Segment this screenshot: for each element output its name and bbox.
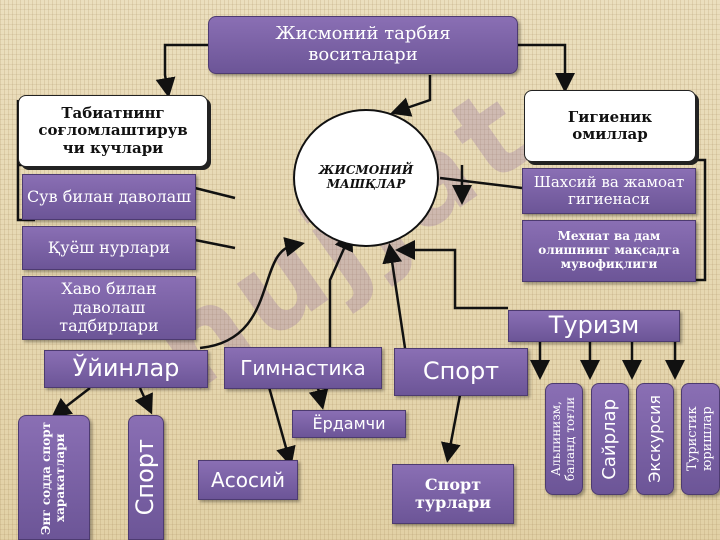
games-sub-simple-label: Энг содда спорт харакатлари xyxy=(39,420,67,535)
nature-item-air: Хаво билан даволаш тадбирлари xyxy=(22,276,196,340)
hygiene-item-work-rest: Мехнат ва дам олишнинг мақсадга мувофиқл… xyxy=(522,220,696,282)
tourism-sub-alpinism: Альпинизм, баланд тоғли xyxy=(545,383,583,495)
tourism-sub-walks: Сайрлар xyxy=(591,383,629,495)
games-sub-sport-label: Спорт xyxy=(131,439,160,516)
hygiene-heading: Гигиеник омиллар xyxy=(524,90,696,162)
arrow-gym-center xyxy=(328,230,354,348)
arrow-games-simple xyxy=(51,387,91,419)
tourism-sub-hikes-label: Туристик юришлар xyxy=(684,406,715,472)
tourism-sub-hikes: Туристик юришлар xyxy=(681,383,720,495)
gym-sub-helper: Ёрдамчи xyxy=(292,410,406,438)
nature-item-sun: Қуёш нурлари xyxy=(22,226,196,270)
arrow-title-hygiene xyxy=(518,43,575,93)
arrow-games-center xyxy=(199,237,305,350)
arrow-sport-center xyxy=(382,243,407,349)
arrow-tourism-center xyxy=(395,240,508,310)
gymnastics-box: Гимнастика xyxy=(224,347,382,389)
games-box: Ўйинлар xyxy=(44,350,208,388)
arrow-title-center xyxy=(390,75,432,117)
tourism-sub-walks-label: Сайрлар xyxy=(598,398,620,480)
games-sub-simple: Энг содда спорт харакатлари xyxy=(18,415,90,540)
sport-box: Спорт xyxy=(394,348,528,396)
arrow-title-nature xyxy=(155,43,208,98)
tourism-sub-excursion-label: Экскурсия xyxy=(644,395,664,483)
center-circle xyxy=(293,109,439,247)
bracket-hygiene-right xyxy=(695,158,707,282)
center-label: ЖИСМОНИЙ МАШҚЛАР xyxy=(318,163,414,191)
arrow-sport-types xyxy=(440,394,462,463)
line-hygiene-center xyxy=(439,176,523,190)
tourism-sub-excursion: Экскурсия xyxy=(636,383,674,495)
line-water-center xyxy=(194,186,236,200)
tourism-sub-alpinism-label: Альпинизм, баланд тоғли xyxy=(549,396,577,482)
hygiene-item-personal: Шахсий ва жамоат гигиенаси xyxy=(522,168,696,214)
arrow-gym-helper xyxy=(308,387,329,410)
title-box: Жисмоний тарбия воситалари xyxy=(208,16,518,74)
line-sun-center xyxy=(194,238,236,250)
gym-sub-main: Асосий xyxy=(198,460,298,500)
nature-item-water: Сув билан даволаш xyxy=(22,174,196,220)
games-sub-sport: Спорт xyxy=(128,415,164,540)
sport-sub-types: Спорт турлари xyxy=(392,464,514,524)
nature-heading: Табиатнинг соғломлаштирув чи кучлари xyxy=(18,95,208,167)
tourism-box: Туризм xyxy=(508,310,680,342)
arrow-games-sport xyxy=(134,387,153,415)
